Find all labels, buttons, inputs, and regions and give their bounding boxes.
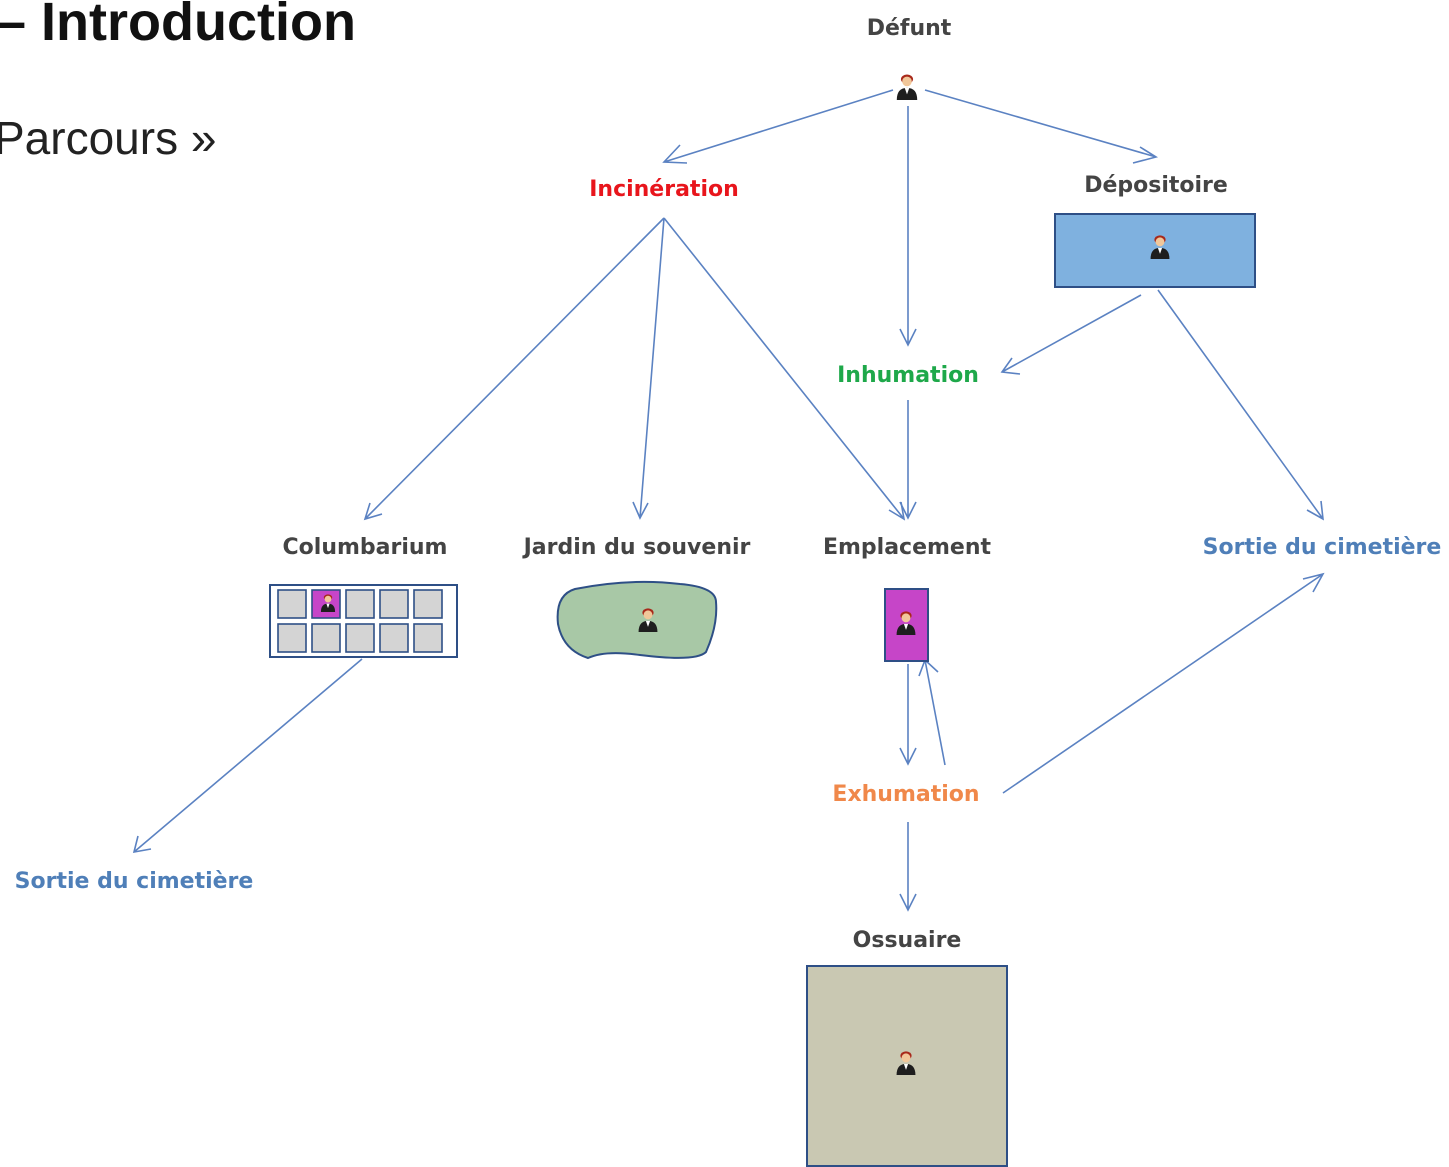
label-incineration: Incinération <box>589 177 739 202</box>
columbarium-cell <box>379 623 409 653</box>
labels: Défunt Incinération Dépositoire Inhumati… <box>15 16 1442 953</box>
slide-subtitle: Parcours » <box>0 112 217 164</box>
columbarium-grid <box>269 584 458 658</box>
arrow-exhumation-emplacement <box>918 658 946 766</box>
arrow-columbarium-sortie <box>132 658 363 854</box>
label-jardin: Jardin du souvenir <box>522 535 751 560</box>
depositoire-box <box>1054 213 1256 288</box>
columbarium-cell <box>345 589 375 619</box>
label-emplacement: Emplacement <box>823 535 992 560</box>
defunt-person-icon <box>896 74 918 100</box>
columbarium-cell <box>379 589 409 619</box>
arrow-incineration-columbarium <box>363 217 665 521</box>
arrow-exhumation-ossuaire <box>899 822 917 912</box>
label-depositoire: Dépositoire <box>1084 173 1228 198</box>
arrow-defunt-incineration <box>662 89 894 164</box>
columbarium-cell <box>277 589 307 619</box>
label-exhumation: Exhumation <box>832 782 979 807</box>
slide-title: – Introduction <box>0 0 356 52</box>
columbarium-cells <box>277 589 443 653</box>
arrow-emplacement-exhumation <box>899 664 917 766</box>
ossuaire-box <box>806 965 1008 1167</box>
columbarium-cell <box>277 623 307 653</box>
arrow-defunt-depositoire <box>924 89 1158 164</box>
arrow-depositoire-inhumation <box>1000 294 1142 375</box>
label-sortie-right: Sortie du cimetière <box>1203 535 1442 560</box>
columbarium-cell <box>413 589 443 619</box>
emplacement-box <box>884 588 929 662</box>
label-columbarium: Columbarium <box>283 535 448 560</box>
label-sortie-left: Sortie du cimetière <box>15 869 254 894</box>
label-defunt: Défunt <box>867 16 952 41</box>
columbarium-cell <box>413 623 443 653</box>
label-inhumation: Inhumation <box>837 363 979 388</box>
arrow-exhumation-sortie <box>1002 572 1325 794</box>
jardin-shape <box>556 580 718 660</box>
arrow-defunt-inhumation <box>899 106 917 347</box>
arrows <box>132 89 1325 912</box>
arrow-incineration-jardin <box>632 217 665 520</box>
label-ossuaire: Ossuaire <box>853 928 962 953</box>
columbarium-cell <box>345 623 375 653</box>
arrow-depositoire-sortie <box>1157 289 1324 521</box>
columbarium-cell <box>311 623 341 653</box>
arrow-inhumation-emplacement <box>899 400 917 520</box>
